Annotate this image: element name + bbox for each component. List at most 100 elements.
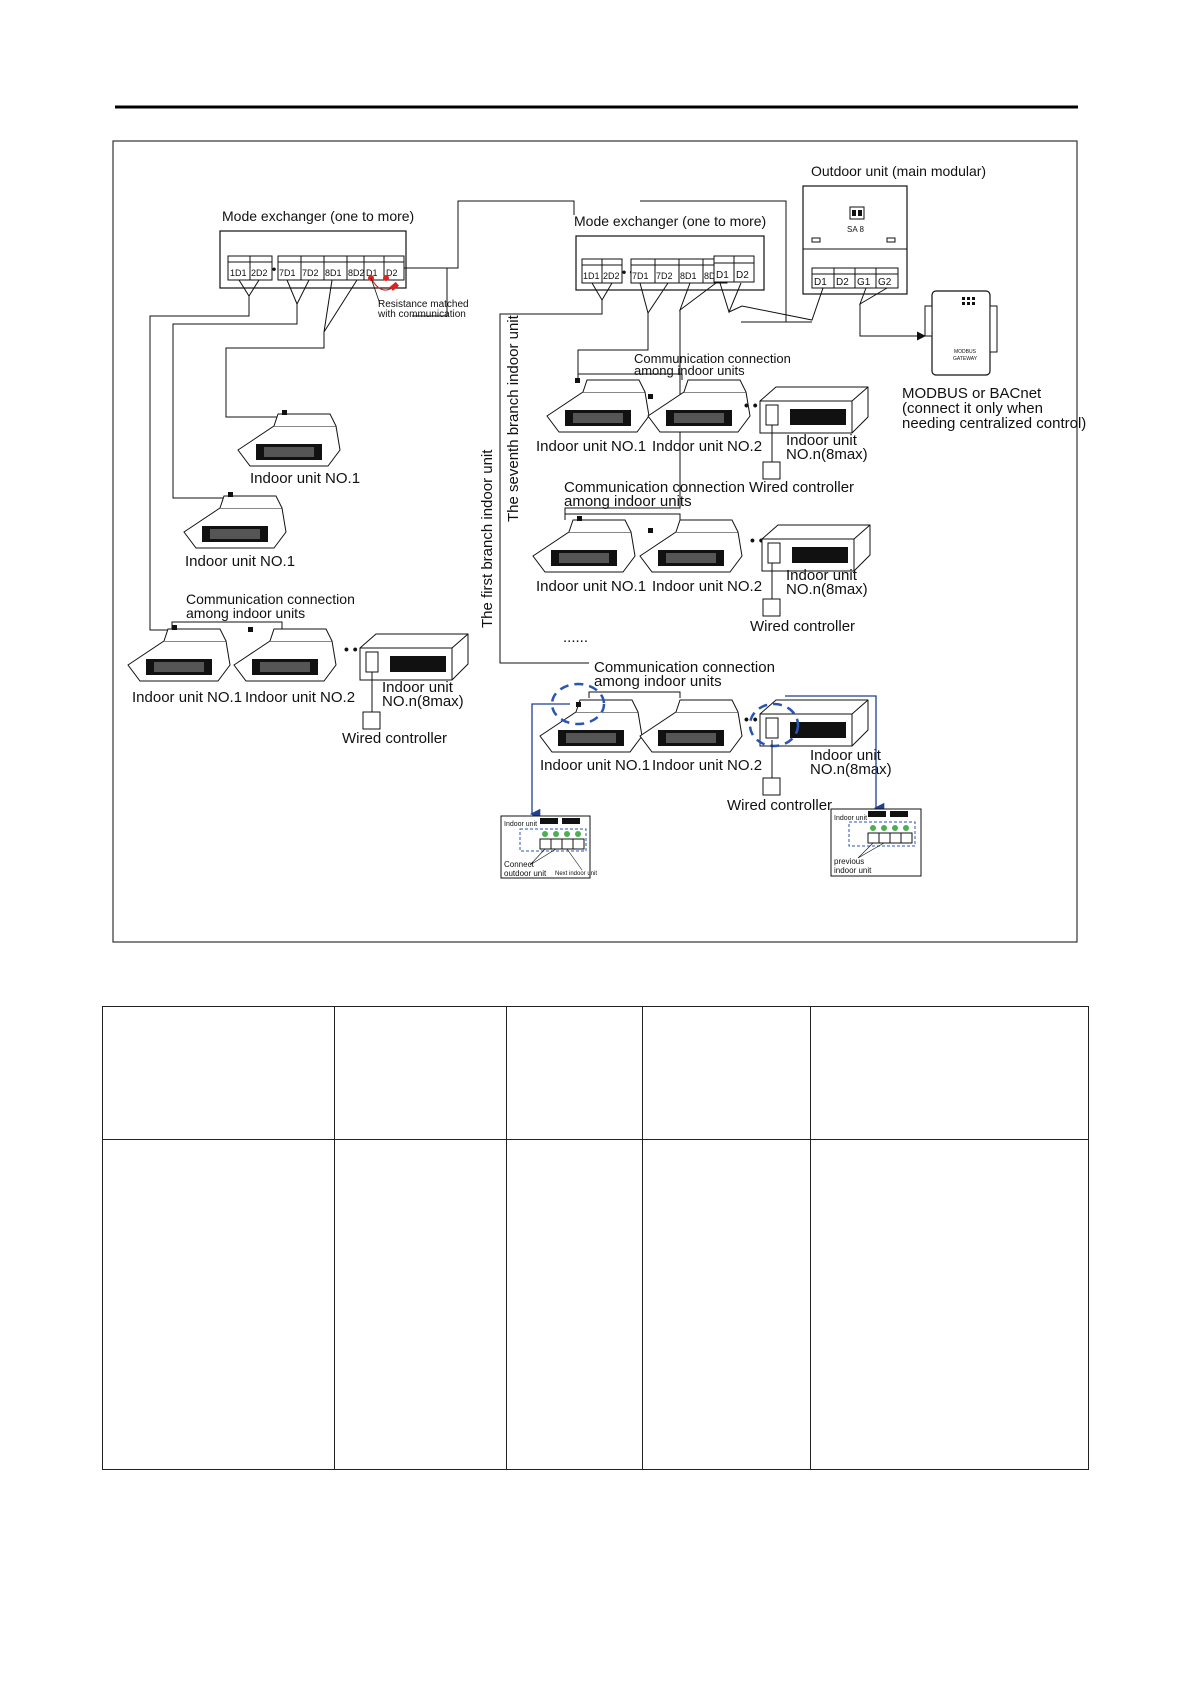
r3-duct-unit: [759, 699, 869, 747]
r3-comm-label-2: among indoor units: [594, 673, 722, 690]
diagram-frame: [112, 140, 1078, 943]
left-terminal-d2: D2: [386, 268, 398, 278]
r2-wired-controller-label: Wired controller: [750, 618, 855, 635]
r2-indoor-n-label-2: NO.n(8max): [786, 581, 868, 598]
r1-unit-1-label: Indoor unit NO.1: [536, 438, 646, 455]
r1-unit-2-label: Indoor unit NO.2: [652, 438, 762, 455]
r2-wired-controller: [762, 598, 781, 617]
left-terminal-7d2: 7D2: [302, 268, 319, 278]
table-cell: [642, 1006, 811, 1140]
table-cell: [642, 1139, 811, 1470]
blank-table-grid: [102, 1006, 1089, 1470]
right-terminal-8d1: 8D1: [680, 271, 697, 281]
outdoor-terminal-d2: D2: [836, 277, 849, 288]
left-unit-d-label: Indoor unit NO.2: [245, 689, 355, 706]
svg-text:Connect: Connect: [504, 860, 535, 869]
right-exchanger-wiring: [499, 282, 926, 664]
r2-unit-1-label: Indoor unit NO.1: [536, 578, 646, 595]
r3-wired-controller: [762, 777, 781, 796]
outdoor-terminal-g2: G2: [878, 277, 892, 288]
r2-duct-unit: [761, 524, 871, 572]
table-cell: [810, 1006, 1089, 1140]
r3-indoor-n-label-2: NO.n(8max): [810, 761, 892, 778]
r3-unit-1-highlight: [550, 682, 606, 726]
r3-unit-1-label: Indoor unit NO.1: [540, 757, 650, 774]
left-unit-a-label: Indoor unit NO.1: [250, 470, 360, 487]
table-cell: [102, 1006, 335, 1140]
table-row: [102, 1006, 1089, 1140]
left-terminal-7d1: 7D1: [279, 268, 296, 278]
left-comm-label-2: among indoor units: [186, 605, 305, 621]
first-branch-label: The first branch indoor unit: [479, 449, 496, 628]
left-duct-unit: [359, 633, 469, 681]
left-indoor-unit-a: [237, 410, 341, 467]
r1-indoor-unit-2: [647, 379, 751, 433]
left-unit-b-label: Indoor unit NO.1: [185, 553, 295, 570]
right-terminal-d2: D2: [736, 270, 749, 281]
right-terminal-8d2: 8D2: [704, 271, 721, 281]
left-mode-exchanger-title: Mode exchanger (one to more): [222, 208, 414, 224]
right-terminal-7d1: 7D1: [632, 271, 649, 281]
left-mode-exchanger: Mode exchanger (one to more) 1D1 2D2 • •…: [219, 208, 469, 320]
right-terminal-2d2: 2D2: [603, 271, 620, 281]
r2-comm-label-2: among indoor units: [564, 493, 692, 510]
left-terminal-1d1: 1D1: [230, 268, 247, 278]
r1-wired-controller: [762, 461, 781, 480]
r3-indoor-unit-1: [539, 699, 643, 753]
left-indoor-n-label-1: Indoor unit: [382, 679, 454, 696]
left-indoor-unit-c: [127, 625, 231, 682]
svg-text:outdoor unit: outdoor unit: [504, 869, 547, 878]
left-unit-c-label: Indoor unit NO.1: [132, 689, 242, 706]
r3-indoor-n-label-1: Indoor unit: [810, 747, 882, 764]
r2-indoor-n-label-1: Indoor unit: [786, 567, 858, 584]
outdoor-terminal-g1: G1: [857, 277, 871, 288]
left-indoor-unit-b: [183, 492, 287, 549]
table-row: [102, 1139, 1089, 1470]
detail-panel-left: Indoor unit Connect outdoor unit Next in…: [500, 815, 597, 879]
left-terminal-d1: D1: [366, 268, 378, 278]
r2-indoor-unit-1: [532, 516, 636, 573]
left-terminal-8d1: 8D1: [325, 268, 342, 278]
right-callout-arrow: [785, 695, 885, 814]
table-cell: [334, 1006, 507, 1140]
left-comm-label-1: Communication connection: [186, 591, 355, 607]
r3-wired-controller-label: Wired controller: [727, 797, 832, 814]
r2-comm-label-1: Communication connection: [564, 479, 745, 496]
modbus-gateway: MODBUS GATEWAY: [924, 290, 998, 376]
resistor-icon: [389, 281, 399, 291]
left-wired-controller-label: Wired controller: [342, 730, 447, 747]
r3-duct-highlight: [748, 702, 800, 748]
right-terminal-7d2: 7D2: [656, 271, 673, 281]
table-cell: [506, 1139, 643, 1470]
svg-text:previous: previous: [834, 857, 864, 866]
wiring-diagram: Mode exchanger (one to more) 1D1 2D2 • •…: [112, 105, 1086, 943]
r1-wired-controller-label: Wired controller: [749, 479, 854, 496]
outdoor-terminal-d1: D1: [814, 277, 827, 288]
gateway-label-2: GATEWAY: [953, 356, 978, 362]
gateway-note-3: needing centralized control): [902, 415, 1086, 432]
left-terminal-8d2: 8D2: [348, 268, 365, 278]
svg-text:Indoor unit: Indoor unit: [834, 815, 867, 822]
r1-comm-label-1: Communication connection: [634, 351, 791, 366]
r1-comm-label-2: among indoor units: [634, 363, 745, 378]
outdoor-unit-title: Outdoor unit (main modular): [811, 163, 986, 179]
detail-panel-right: Indoor unit previous indoor unit: [830, 808, 922, 877]
seventh-branch-label: The seventh branch indoor unit: [505, 314, 522, 522]
blank-table: [102, 1006, 1089, 1470]
table-cell: [102, 1139, 335, 1470]
right-mode-exchanger: Mode exchanger (one to more) 1D1 2D2 • •…: [574, 213, 766, 291]
gateway-note-2: (connect it only when: [902, 400, 1043, 417]
sa8-switch-label: SA 8: [847, 225, 864, 234]
left-callout-arrow: [529, 703, 570, 820]
gateway-note-1: MODBUS or BACnet: [902, 385, 1042, 402]
gateway-label-1: MODBUS: [954, 349, 977, 355]
resistance-label-1: Resistance matched: [378, 299, 469, 310]
left-terminal-2d2: 2D2: [251, 268, 268, 278]
left-indoor-n-label-2: NO.n(8max): [382, 693, 464, 710]
r1-indoor-n-label-2: NO.n(8max): [786, 446, 868, 463]
r3-comm-label-1: Communication connection: [594, 659, 775, 676]
svg-text:indoor unit: indoor unit: [834, 866, 872, 875]
left-indoor-unit-d: [233, 627, 337, 682]
r2-unit-2-label: Indoor unit NO.2: [652, 578, 762, 595]
r1-duct-unit: [759, 386, 869, 434]
